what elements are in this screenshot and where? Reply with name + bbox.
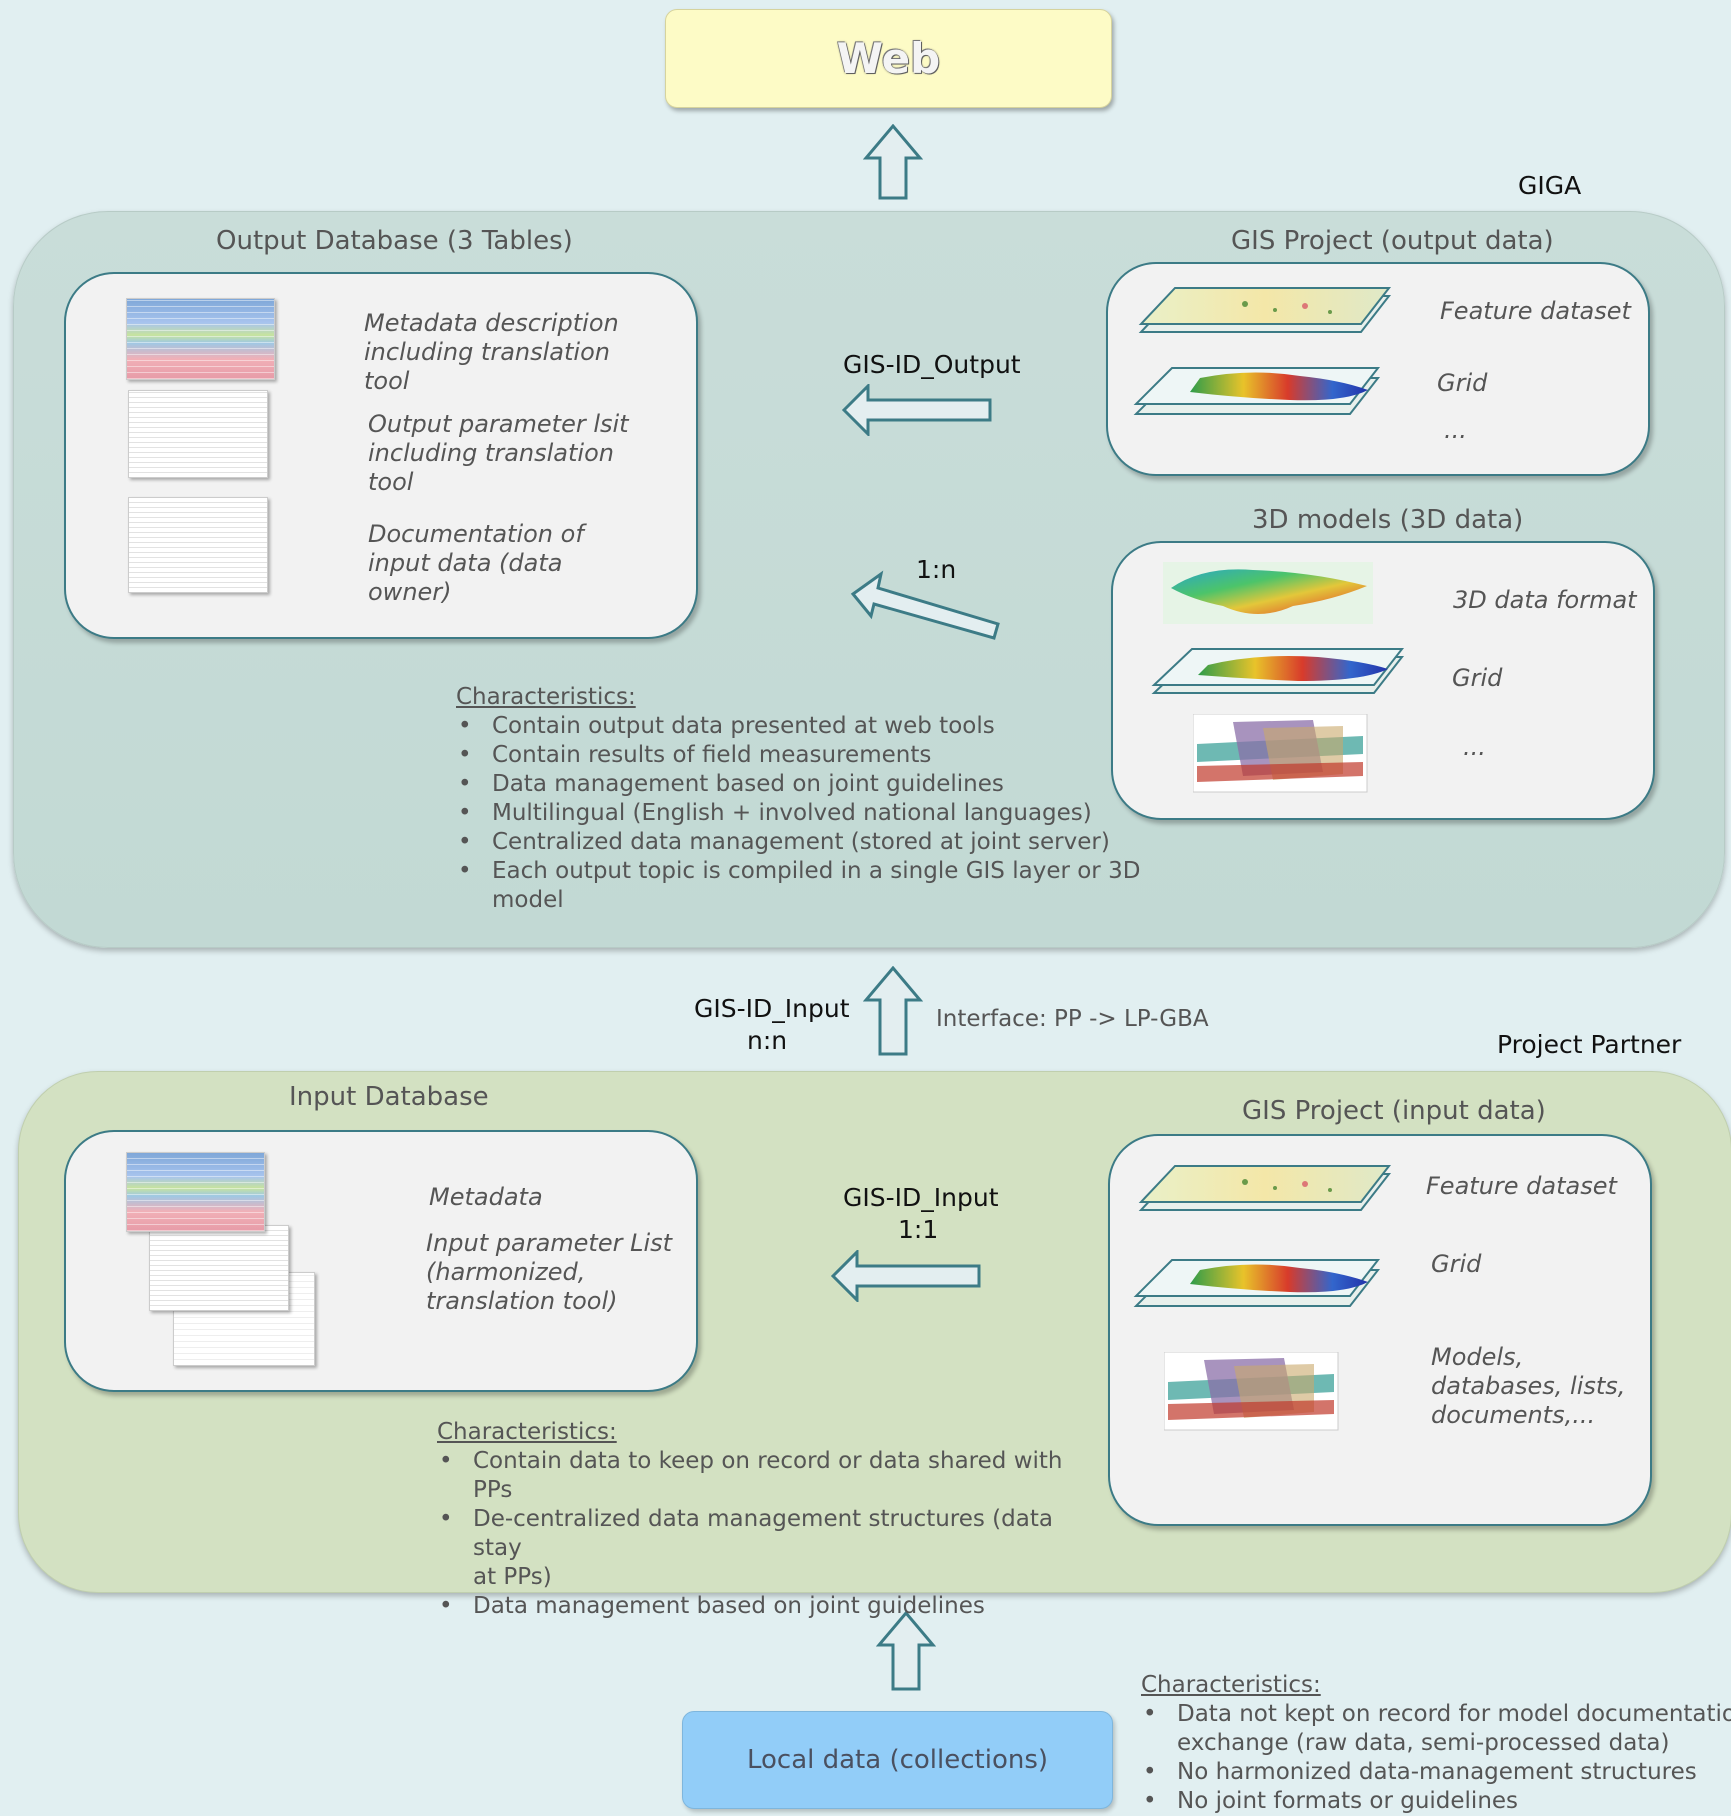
gis-output-item-more: ...	[1444, 416, 1467, 444]
giga-characteristic-item: Centralized data management (stored at j…	[456, 828, 1216, 857]
table-thumbnail	[149, 1225, 289, 1311]
left-arrow-icon	[831, 1250, 981, 1302]
output-db-title: Output Database (3 Tables)	[216, 226, 573, 256]
local-data-label: Local data (collections)	[746, 1745, 1049, 1775]
local-characteristic-item: No harmonized data-management structures	[1141, 1758, 1731, 1787]
local-characteristics: Characteristics: Data not kept on record…	[1141, 1671, 1731, 1816]
giga-characteristic-item: Multilingual (English + involved nationa…	[456, 799, 1216, 828]
gis-output-item-feature-dataset: Feature dataset	[1440, 297, 1631, 325]
interface-label: Interface: PP -> LP-GBA	[936, 1006, 1209, 1032]
grid-layers-icon	[1133, 1259, 1381, 1307]
input-db-item-metadata: Metadata	[429, 1183, 543, 1211]
output-db-item-metadata: Metadata description including translati…	[364, 309, 619, 395]
gis-id-input-label: GIS-ID_Input	[843, 1183, 999, 1212]
giga-label: GIGA	[1518, 171, 1582, 200]
feature-dataset-layers-icon	[1138, 287, 1392, 333]
giga-characteristic-item: Contain output data presented at web too…	[456, 712, 1216, 741]
local-characteristic-item: Data not kept on record for model docume…	[1141, 1700, 1731, 1758]
pp-characteristic-item: De-centralized data management structure…	[437, 1505, 1077, 1592]
giga-characteristics-heading: Characteristics:	[456, 684, 636, 710]
grid-layers-icon	[1133, 367, 1381, 415]
up-arrow-icon	[876, 1611, 936, 1691]
interface-gis-id-input: GIS-ID_Input	[694, 994, 850, 1023]
gis-input-item-feature-dataset: Feature dataset	[1426, 1172, 1617, 1200]
input-db-title: Input Database	[289, 1082, 489, 1112]
metadata-table-thumbnail	[126, 1152, 265, 1232]
gis-output-title: GIS Project (output data)	[1231, 226, 1554, 256]
left-arrow-icon	[842, 384, 992, 436]
models-3d-item-grid: Grid	[1452, 664, 1503, 692]
giga-characteristic-item: Data management based on joint guideline…	[456, 770, 1216, 799]
pp-characteristic-item: Data management based on joint guideline…	[437, 1592, 1077, 1621]
3d-surface-icon	[1163, 562, 1373, 624]
up-arrow-icon	[863, 124, 923, 200]
local-characteristic-item: No joint formats or guidelines	[1141, 1787, 1731, 1816]
diagonal-left-arrow-icon	[850, 570, 1000, 640]
giga-characteristics: Characteristics: Contain output data pre…	[456, 683, 1216, 915]
gis-id-output-label: GIS-ID_Output	[843, 350, 1021, 379]
output-db-item-documentation: Documentation of input data (data owner)	[368, 520, 584, 606]
local-data-box: Local data (collections)	[682, 1711, 1113, 1809]
parameter-table-thumbnail	[128, 390, 268, 478]
models-3d-item-format: 3D data format	[1453, 586, 1637, 614]
pp-characteristic-item: Contain data to keep on record or data s…	[437, 1447, 1077, 1505]
web-label: Web	[836, 34, 941, 83]
gis-input-item-grid: Grid	[1431, 1250, 1482, 1278]
output-db-item-parameters: Output parameter lsit including translat…	[368, 410, 629, 496]
web-box: Web	[665, 9, 1112, 108]
grid-layers-icon	[1151, 648, 1405, 694]
cardinality-1n-label: 1:n	[916, 555, 957, 584]
giga-characteristic-item: Contain results of field measurements	[456, 741, 1216, 770]
pp-characteristics: Characteristics: Contain data to keep on…	[437, 1418, 1077, 1621]
giga-characteristic-item: Each output topic is compiled in a singl…	[456, 857, 1216, 915]
gis-output-item-grid: Grid	[1437, 369, 1488, 397]
interface-cardinality: n:n	[747, 1026, 788, 1055]
local-characteristics-heading: Characteristics:	[1141, 1672, 1321, 1698]
models-3d-item-more: ...	[1463, 733, 1486, 761]
up-arrow-icon	[863, 966, 923, 1056]
gis-input-title: GIS Project (input data)	[1242, 1096, 1546, 1126]
input-db-item-parameters: Input parameter List (harmonized, transl…	[426, 1229, 673, 1315]
3d-model-icon	[1193, 714, 1368, 793]
cardinality-11-label: 1:1	[898, 1215, 939, 1244]
gis-input-item-models: Models, databases, lists, documents,...	[1431, 1343, 1626, 1429]
metadata-table-thumbnail	[126, 298, 275, 380]
models-3d-title: 3D models (3D data)	[1252, 505, 1524, 535]
documentation-table-thumbnail	[128, 497, 268, 593]
project-partner-label: Project Partner	[1497, 1030, 1682, 1059]
feature-dataset-layers-icon	[1138, 1165, 1392, 1211]
3d-model-icon	[1164, 1352, 1339, 1431]
pp-characteristics-heading: Characteristics:	[437, 1419, 617, 1445]
